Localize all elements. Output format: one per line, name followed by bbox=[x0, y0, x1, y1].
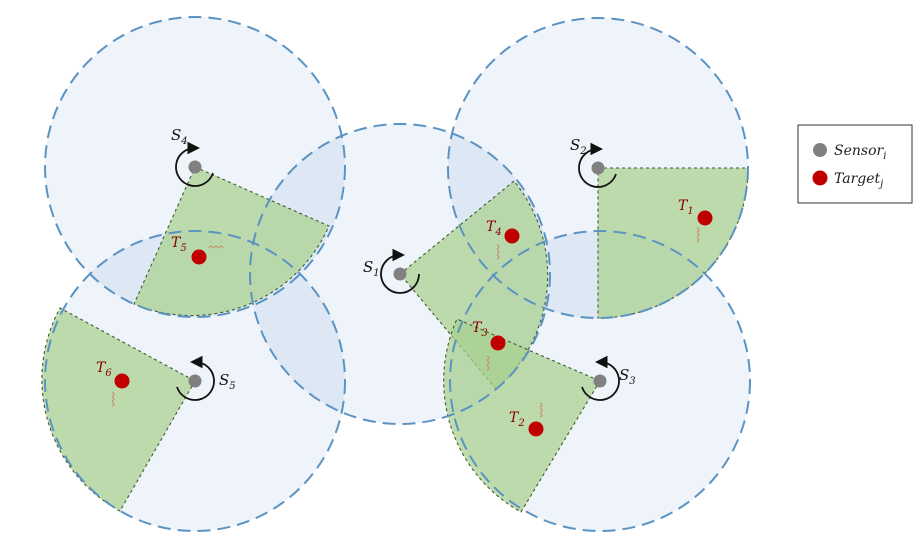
range-borders bbox=[44, 16, 751, 532]
rotate-arrow-icon bbox=[578, 142, 617, 188]
legend: Sensori Targetj bbox=[797, 124, 913, 204]
sensor-label-s3: S3 bbox=[619, 366, 636, 387]
signal-icon-t3 bbox=[486, 355, 490, 371]
range-border-s4 bbox=[44, 16, 346, 318]
sensor-labels: S1 S2 S3 S4 S5 bbox=[171, 126, 636, 392]
legend-target-label: Targetj bbox=[834, 171, 883, 190]
sensor-label-s5: S5 bbox=[219, 371, 236, 392]
range-border-s3 bbox=[449, 230, 751, 532]
signal-icon-t1 bbox=[696, 227, 700, 243]
signal-icon-t6 bbox=[111, 391, 115, 407]
rotate-arrow-icon bbox=[176, 355, 215, 401]
signal-icons bbox=[111, 227, 700, 418]
sensor-label-s2: S2 bbox=[570, 136, 587, 157]
rotate-arrow-icon bbox=[581, 355, 620, 401]
target-label-t3: T3 bbox=[472, 320, 488, 339]
target-label-t4: T4 bbox=[486, 219, 502, 238]
rotate-arrow-icon bbox=[175, 141, 214, 187]
legend-sensor-label: Sensori bbox=[834, 143, 886, 162]
target-label-t6: T6 bbox=[96, 360, 112, 379]
sensor-dot-s3 bbox=[593, 374, 607, 388]
sector-s3 bbox=[443, 318, 601, 513]
target-dot-t6 bbox=[114, 373, 130, 389]
legend-target-marker bbox=[812, 170, 828, 186]
rotation-arrows bbox=[175, 141, 620, 401]
signal-icon-t4 bbox=[496, 244, 500, 260]
target-dot-t1 bbox=[697, 210, 713, 226]
target-label-t1: T1 bbox=[678, 198, 694, 217]
targets bbox=[114, 210, 713, 437]
range-border-s1 bbox=[249, 123, 551, 425]
sensor-label-s1: S1 bbox=[363, 258, 380, 279]
sensor-label-s4: S4 bbox=[171, 126, 188, 147]
sensors bbox=[188, 160, 607, 388]
target-label-t5: T5 bbox=[171, 235, 187, 254]
range-border-s5 bbox=[44, 230, 346, 532]
target-labels: T1 T2 T3 T4 T5 T6 bbox=[96, 198, 694, 429]
sector-s2 bbox=[597, 167, 749, 319]
rotate-arrow-icon bbox=[380, 248, 420, 294]
legend-sensor-marker bbox=[813, 143, 827, 157]
signal-icon-t5 bbox=[208, 245, 224, 249]
sensor-dot-s2 bbox=[591, 161, 605, 175]
range-border-s2 bbox=[447, 17, 749, 319]
sensor-dot-s1 bbox=[393, 267, 407, 281]
target-dot-t3 bbox=[490, 335, 506, 351]
target-label-t2: T2 bbox=[509, 410, 525, 429]
signal-icon-t2 bbox=[539, 402, 543, 418]
target-dot-t5 bbox=[191, 249, 207, 265]
sector-s4 bbox=[133, 166, 330, 317]
legend-box bbox=[797, 124, 913, 204]
target-dot-t4 bbox=[504, 228, 520, 244]
target-dot-t2 bbox=[528, 421, 544, 437]
sensor-dot-s5 bbox=[188, 374, 202, 388]
sensor-dot-s4 bbox=[188, 160, 202, 174]
